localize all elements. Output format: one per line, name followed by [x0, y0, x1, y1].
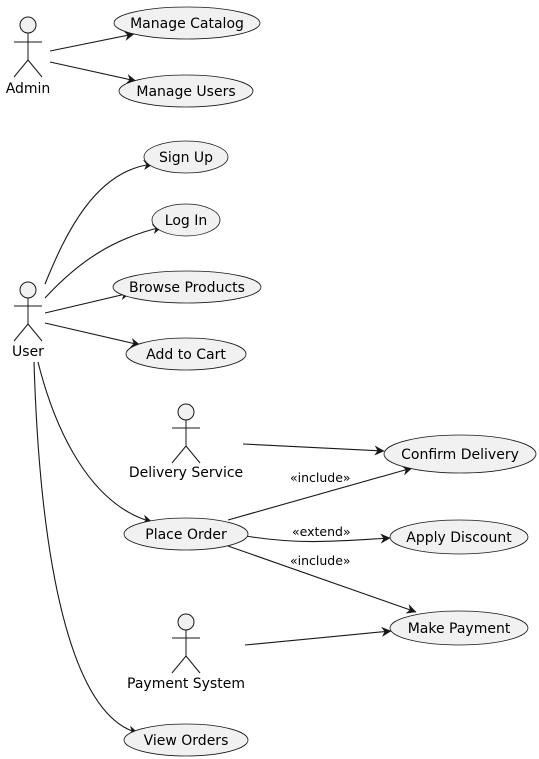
actor-admin: Admin: [6, 16, 51, 97]
usecase-make-payment: Make Payment: [389, 610, 529, 646]
usecase-manage-users-label: Manage Users: [136, 84, 235, 100]
usecase-add-to-cart-label: Add to Cart: [146, 347, 226, 363]
usecase-manage-catalog: Manage Catalog: [113, 6, 261, 40]
relation-place-order-make-payment: [227, 545, 417, 614]
usecase-browse-products: Browse Products: [112, 270, 262, 304]
usecase-place-order: Place Order: [123, 517, 249, 551]
usecase-sign-up-label: Sign Up: [159, 150, 213, 166]
usecase-confirm-delivery: Confirm Delivery: [383, 434, 537, 474]
actor-user: User: [12, 281, 44, 360]
usecase-apply-discount-label: Apply Discount: [406, 530, 512, 546]
usecase-make-payment-label: Make Payment: [408, 621, 511, 637]
usecase-manage-users: Manage Users: [118, 74, 254, 108]
actor-delivery-service-label: Delivery Service: [129, 465, 243, 481]
relation-label-extend-discount: «extend»: [292, 524, 351, 539]
actor-payment-system: Payment System: [127, 613, 245, 692]
usecase-manage-catalog-label: Manage Catalog: [130, 16, 244, 32]
relation-label-include-payment: «include»: [290, 553, 351, 568]
usecase-place-order-label: Place Order: [145, 527, 227, 543]
relation-user-place-order: [37, 361, 153, 525]
actor-admin-label: Admin: [6, 81, 51, 97]
relation-user-view-orders: [33, 361, 139, 736]
usecase-browse-products-label: Browse Products: [129, 280, 245, 296]
relations: [33, 30, 417, 736]
relation-admin-manage-catalog: [49, 30, 135, 52]
relation-delivery-confirm-delivery: [242, 443, 385, 456]
actor-user-figure: [13, 281, 43, 342]
usecase-add-to-cart: Add to Cart: [125, 337, 247, 371]
actor-payment-system-label: Payment System: [127, 676, 245, 692]
usecase-view-orders-label: View Orders: [144, 733, 229, 749]
relation-payment-make-payment: [244, 626, 392, 646]
usecase-log-in: Log In: [151, 203, 221, 237]
usecase-apply-discount: Apply Discount: [389, 519, 529, 555]
actor-payment-system-figure: [171, 613, 201, 674]
relation-place-order-apply-discount: [245, 533, 391, 544]
relation-user-sign-up: [44, 160, 154, 285]
relation-place-order-confirm-delivery: [227, 465, 413, 521]
relation-label-include-confirm: «include»: [290, 470, 351, 485]
usecase-confirm-delivery-label: Confirm Delivery: [401, 447, 519, 463]
usecase-view-orders: View Orders: [123, 723, 249, 757]
actor-user-label: User: [12, 344, 44, 360]
relation-user-add-to-cart: [44, 322, 141, 348]
relation-user-browse-products: [44, 290, 131, 314]
relation-user-log-in: [44, 224, 163, 299]
actor-delivery-service: Delivery Service: [129, 403, 243, 481]
usecase-sign-up: Sign Up: [143, 140, 229, 174]
usecase-log-in-label: Log In: [165, 213, 207, 229]
relation-labels: «include» «extend» «include»: [290, 470, 351, 568]
relation-admin-manage-users: [49, 61, 137, 84]
actor-delivery-service-figure: [171, 403, 201, 464]
actor-admin-figure: [13, 16, 43, 78]
